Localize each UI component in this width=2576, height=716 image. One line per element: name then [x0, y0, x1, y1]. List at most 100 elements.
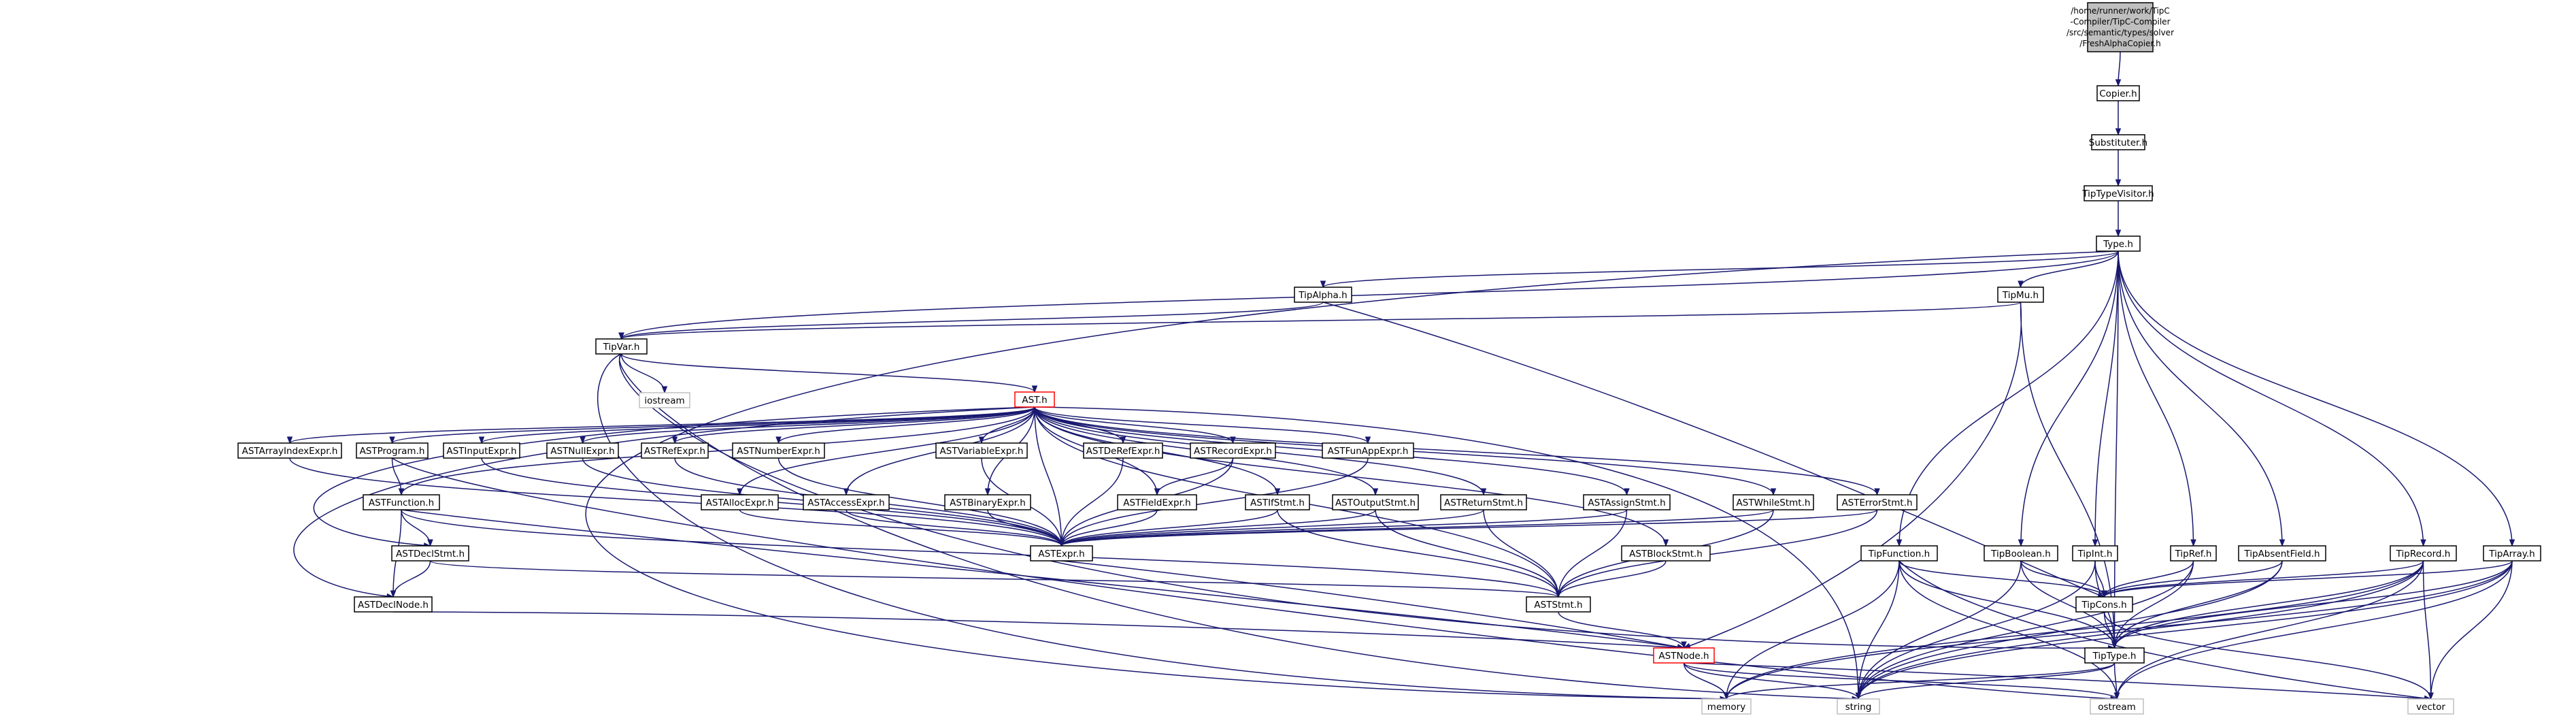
root-path-line: /src/semantic/types/solver — [2067, 28, 2174, 37]
node-label: ASTErrorStmt.h — [1841, 498, 1912, 508]
node-tiparray[interactable]: TipArray.h — [2483, 545, 2541, 562]
edge-astarrayindexexpr-to-astexpr — [289, 457, 1063, 547]
node-box — [1583, 494, 1671, 510]
edge-arrowhead — [1681, 641, 1687, 649]
node-astfunction[interactable]: ASTFunction.h — [363, 494, 440, 510]
node-astrefexpr[interactable]: ASTRefExpr.h — [641, 442, 709, 459]
node-tiptype[interactable]: TipType.h — [2084, 647, 2145, 664]
edge-tipboolean-to-tipcons — [2020, 560, 2105, 598]
node-astfunappexpr[interactable]: ASTFunAppExpr.h — [1322, 442, 1414, 459]
edge-tipalpha-to-tipcons — [1322, 302, 2105, 598]
node-tiptypevisitor[interactable]: TipTypeVisitor.h — [2081, 185, 2154, 201]
node-astassignstmt[interactable]: ASTAssignStmt.h — [1583, 494, 1671, 510]
node-root-freshalphacopier: /home/runner/work/TipC-Compiler/TipC-Com… — [2067, 2, 2174, 52]
node-label: ASTRecordExpr.h — [1194, 446, 1272, 457]
node-astnullexpr[interactable]: ASTNullExpr.h — [546, 442, 619, 459]
node-box — [1526, 596, 1591, 613]
node-astderefexpr[interactable]: ASTDeRefExpr.h — [1083, 442, 1163, 459]
node-tipalpha[interactable]: TipAlpha.h — [1294, 287, 1352, 303]
edge-tiprecord-to-memory — [1726, 560, 2424, 700]
node-astnode[interactable]: ASTNode.h — [1653, 647, 1715, 664]
node-astarrayindexexpr[interactable]: ASTArrayIndexExpr.h — [237, 442, 342, 459]
edge-astfunction-to-astdeclstmt — [401, 509, 431, 547]
edge-ast-to-astrecordexpr — [1034, 406, 1234, 444]
node-tipboolean[interactable]: TipBoolean.h — [1984, 545, 2058, 562]
edge-arrowhead — [478, 436, 485, 444]
node-label: ASTOutputStmt.h — [1335, 498, 1416, 508]
node-astblockstmt[interactable]: ASTBlockStmt.h — [1621, 545, 1711, 562]
edge-ast-to-astprogram — [391, 406, 1035, 444]
edge-astreturnstmt-to-aststmt — [1483, 509, 1559, 598]
node-box — [2090, 698, 2144, 715]
edge-tipfunction-to-string — [1858, 560, 1900, 700]
edge-ast-to-asterrorstmt — [1034, 406, 1878, 495]
node-tiprecord[interactable]: TipRecord.h — [2390, 545, 2457, 562]
node-astnumberexpr[interactable]: ASTNumberExpr.h — [732, 442, 825, 459]
node-tipvar[interactable]: TipVar.h — [595, 338, 648, 355]
node-ast[interactable]: AST.h — [1014, 391, 1055, 408]
node-astfieldexpr[interactable]: ASTFieldExpr.h — [1117, 494, 1197, 510]
node-label: TipArray.h — [2488, 549, 2535, 559]
node-tipcons[interactable]: TipCons.h — [2075, 596, 2133, 613]
node-astifstmt[interactable]: ASTIfStmt.h — [1245, 494, 1310, 510]
node-box — [391, 545, 469, 562]
node-label: ASTExpr.h — [1038, 549, 1084, 559]
node-tipint[interactable]: TipInt.h — [2072, 545, 2118, 562]
node-astreturnstmt[interactable]: ASTReturnStmt.h — [1440, 494, 1527, 510]
edge-arrowhead — [1723, 692, 1730, 700]
node-ostream: ostream — [2090, 698, 2144, 715]
node-copier[interactable]: Copier.h — [2096, 85, 2140, 101]
edge-tipmu-to-astnode — [1684, 302, 2022, 649]
node-astinputexpr[interactable]: ASTInputExpr.h — [443, 442, 520, 459]
node-astrecordexpr[interactable]: ASTRecordExpr.h — [1190, 442, 1276, 459]
node-astvariableexpr[interactable]: ASTVariableExpr.h — [935, 442, 1028, 459]
edge-arrowhead — [2279, 539, 2286, 547]
node-astwhilestmt[interactable]: ASTWhileStmt.h — [1733, 494, 1814, 510]
edge-astnode-to-ostream — [1683, 662, 2118, 700]
node-astoutputstmt[interactable]: ASTOutputStmt.h — [1332, 494, 1419, 510]
edge-astexpr-to-astnode — [1061, 560, 1684, 649]
node-box — [2075, 596, 2133, 613]
node-astallocexpr[interactable]: ASTAllocExpr.h — [701, 494, 779, 510]
node-box — [1014, 391, 1055, 408]
node-tipref[interactable]: TipRef.h — [2170, 545, 2217, 562]
node-box — [1440, 494, 1527, 510]
node-type[interactable]: Type.h — [2096, 235, 2141, 252]
edge-tipfunction-to-tipcons — [1898, 560, 2105, 598]
node-astaccessexpr[interactable]: ASTAccessExpr.h — [803, 494, 890, 510]
node-tipfunction[interactable]: TipFunction.h — [1860, 545, 1938, 562]
node-box — [2096, 235, 2141, 252]
edge-arrowhead — [1154, 488, 1160, 496]
node-label: Type.h — [2103, 239, 2133, 250]
node-asterrorstmt[interactable]: ASTErrorStmt.h — [1837, 494, 1918, 510]
node-astbinaryexpr[interactable]: ASTBinaryExpr.h — [944, 494, 1031, 510]
node-astexpr[interactable]: ASTExpr.h — [1030, 545, 1093, 562]
node-box — [2407, 698, 2454, 715]
node-label: TipVar.h — [603, 342, 640, 353]
edge-asterrorstmt-to-aststmt — [1558, 509, 1878, 598]
node-tipabsentfield[interactable]: TipAbsentField.h — [2238, 545, 2326, 562]
node-astdeclstmt[interactable]: ASTDeclStmt.h — [391, 545, 469, 562]
edge-tiparray-to-memory — [1726, 560, 2513, 700]
edge-tipmu-to-tipvar — [620, 302, 2022, 340]
node-box — [803, 494, 890, 510]
node-box — [2084, 647, 2145, 664]
node-astdeclnode[interactable]: ASTDeclNode.h — [354, 596, 433, 613]
node-aststmt[interactable]: ASTStmt.h — [1526, 596, 1591, 613]
edge-tiprecord-to-ostream — [2116, 560, 2424, 700]
node-astprogram[interactable]: ASTProgram.h — [356, 442, 429, 459]
edge-arrowhead — [2115, 179, 2122, 187]
node-box — [1245, 494, 1310, 510]
edge-tipalpha-to-tipvar — [620, 302, 1324, 340]
edge-tiparray-to-tipcons — [2103, 560, 2513, 598]
node-tipmu[interactable]: TipMu.h — [1997, 287, 2044, 303]
edge-tiparray-to-tiptype — [2113, 560, 2513, 649]
node-box — [639, 392, 690, 408]
node-substituter[interactable]: Substituter.h — [2089, 134, 2147, 150]
edge-type-to-tipmu — [2020, 250, 2119, 288]
root-path-line: /home/runner/work/TipC — [2071, 6, 2170, 16]
edge-ast-to-astallocexpr — [739, 406, 1035, 495]
edge-arrowhead — [661, 386, 668, 394]
node-label: ASTAssignStmt.h — [1588, 498, 1665, 508]
edge-arrowhead — [1372, 488, 1379, 496]
